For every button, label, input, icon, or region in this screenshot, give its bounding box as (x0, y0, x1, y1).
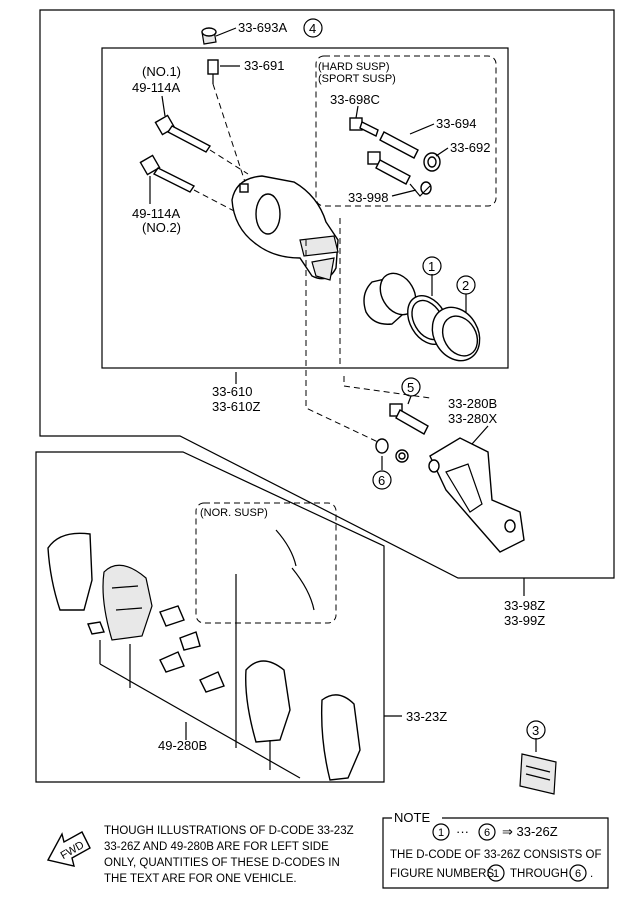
circle-4-num: 4 (309, 21, 316, 36)
note-period: . (590, 868, 593, 880)
guide-bolt-no2-part (139, 154, 196, 193)
bleeder-screw-part (207, 59, 219, 84)
note-box (382, 817, 609, 889)
brake-pads-parts (47, 532, 361, 781)
shim-parts (275, 529, 315, 611)
note-arrow-code: ⇒ 33-26Z (502, 824, 558, 839)
note-circle-to (478, 823, 496, 841)
circle-3 (526, 720, 546, 740)
label-hard-susp: (HARD SUSP) (318, 61, 390, 73)
note-circle-a-num: 1 (493, 868, 499, 880)
label-no1: (NO.1) (142, 64, 181, 79)
caliper-bracket-part (428, 437, 525, 553)
note-dots: ··· (456, 824, 469, 839)
label-33-99Z: 33-99Z (504, 613, 545, 628)
circle-3-num: 3 (532, 723, 539, 738)
nor-susp-box (195, 502, 337, 624)
label-33-998: 33-998 (348, 190, 388, 205)
note-line-2: THE D-CODE OF 33-26Z CONSISTS OF (390, 849, 602, 861)
circle-1-num: 1 (428, 259, 435, 274)
hard-susp-box (315, 55, 497, 207)
label-33-693A: 33-693A (238, 20, 287, 35)
note-circle-b-num: 6 (575, 868, 581, 880)
notice-line-1: THOUGH ILLUSTRATIONS OF D-CODE 33-23Z (104, 825, 354, 837)
note-circle-a (487, 864, 505, 882)
note-circle-to-num: 6 (484, 827, 490, 839)
circle-1 (422, 256, 442, 276)
label-49-280B: 49-280B (158, 738, 207, 753)
guide-bolt-no1-part (154, 114, 212, 153)
caliper-body-part (231, 175, 339, 281)
label-no2: (NO.2) (142, 220, 181, 235)
note-circle-from-num: 1 (438, 827, 444, 839)
label-33-698C: 33-698C (330, 92, 380, 107)
notice-line-2: 33-26Z AND 49-280B ARE FOR LEFT SIDE (104, 841, 329, 853)
label-33-692: 33-692 (450, 140, 490, 155)
note-title: NOTE (394, 810, 430, 825)
circle-5-num: 5 (407, 380, 414, 395)
note-circle-b (569, 864, 587, 882)
piston-seal-boot-parts (363, 272, 481, 362)
notice-line-4: THE TEXT ARE FOR ONE VEHICLE. (104, 873, 297, 885)
label-nor-susp: (NOR. SUSP) (200, 507, 268, 519)
pad-clips-parts (87, 605, 225, 693)
circle-2-num: 2 (462, 278, 469, 293)
repair-kit-part (519, 753, 557, 795)
label-sport-susp: (SPORT SUSP) (318, 73, 396, 85)
pad-kit-frame (35, 451, 385, 783)
label-33-691: 33-691 (244, 58, 284, 73)
circle-2 (456, 275, 476, 295)
fwd-arrow-icon (46, 831, 91, 867)
guide-pin-boot-parts (375, 403, 429, 463)
notice-line-3: ONLY, QUANTITIES OF THESE D-CODES IN (104, 857, 340, 869)
bleeder-cap-part (201, 27, 217, 45)
label-33-610: 33-610 (212, 384, 252, 399)
note-line-3a: FIGURE NUMBERS (390, 868, 494, 880)
label-33-23Z: 33-23Z (406, 709, 447, 724)
hard-susp-parts (349, 117, 441, 197)
label-33-98Z: 33-98Z (504, 598, 545, 613)
note-line-3b: THROUGH (510, 868, 568, 880)
circle-6 (372, 470, 392, 490)
circle-5 (401, 377, 421, 397)
circle-4 (303, 18, 323, 38)
label-33-694: 33-694 (436, 116, 476, 131)
label-33-280X: 33-280X (448, 411, 497, 426)
label-33-610Z: 33-610Z (212, 399, 260, 414)
label-49-114A-bottom: 49-114A (132, 206, 181, 221)
circle-6-num: 6 (378, 473, 385, 488)
label-33-280B: 33-280B (448, 396, 497, 411)
note-circle-from (432, 823, 450, 841)
caliper-assembly-frame (39, 9, 615, 579)
label-49-114A-top: 49-114A (132, 80, 181, 95)
caliper-body-frame (101, 47, 509, 369)
